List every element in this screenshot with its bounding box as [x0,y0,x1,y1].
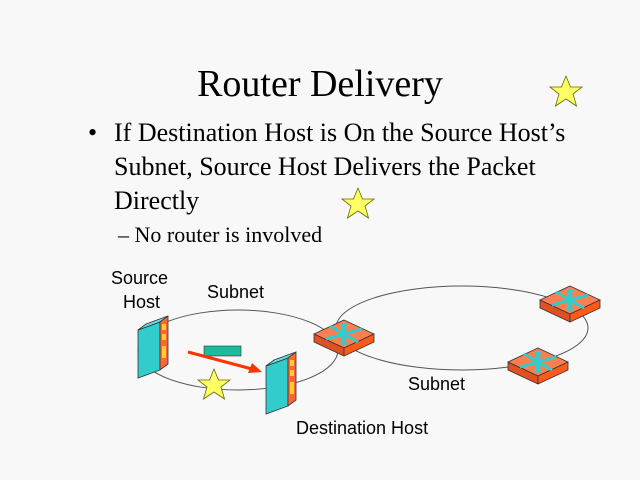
router-bottom-right-icon [506,346,570,386]
delivery-arrow-icon [187,350,253,371]
router-center-icon [312,318,376,358]
sub-bullet-text: No router is involved [134,222,323,247]
source-host-label-line2: Host [123,292,161,312]
destination-host-label: Destination Host [296,418,429,438]
bullet-text: If Destination Host is On the Source Hos… [114,118,566,215]
packet-icon [203,345,242,357]
slide-title: Router Delivery [197,63,443,105]
sub-bullet: – No router is involved [118,222,322,248]
bullet-marker: • [88,118,98,147]
star-icon [197,368,231,400]
delivery-arrowhead-icon [248,363,262,373]
left-subnet-label: Subnet [207,282,265,302]
star-icon [549,75,583,107]
star-icon [341,187,375,219]
source-host-label-line1: Source [111,268,169,288]
router-top-right-icon [538,284,602,324]
source-host-server-icon [137,315,169,379]
sub-bullet-marker: – [118,222,129,247]
destination-host-server-icon [265,351,297,415]
right-subnet-label: Subnet [408,374,466,394]
